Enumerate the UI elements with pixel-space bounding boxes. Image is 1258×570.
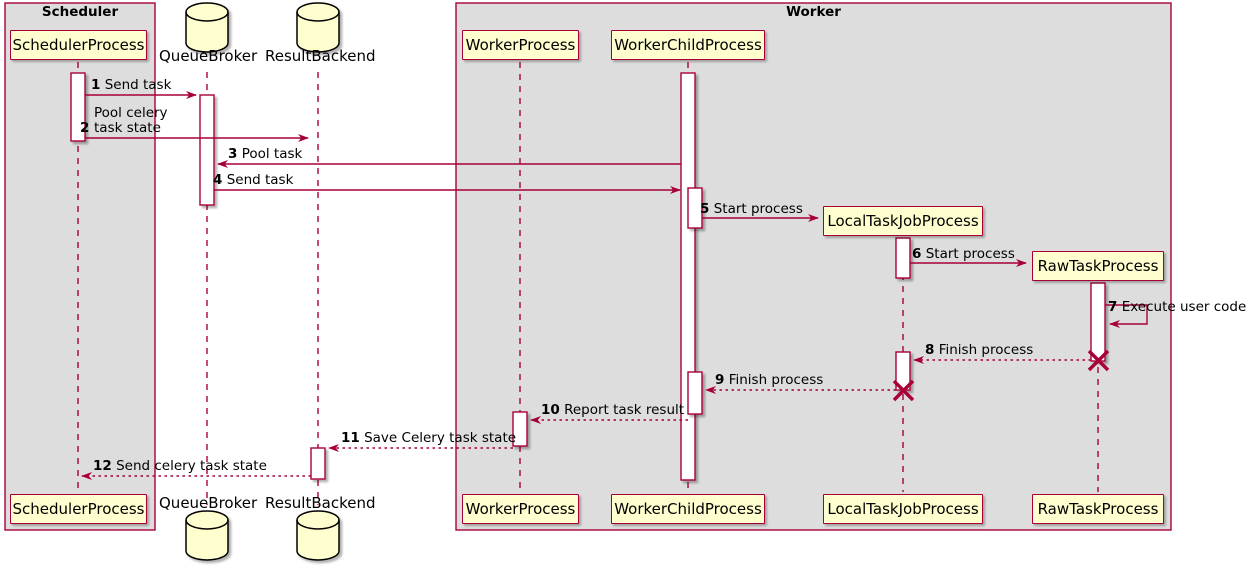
participant-rawtaskprocess-bottom[interactable]: RawTaskProcess	[1032, 494, 1164, 524]
message-label-12: 12 Send celery task state	[93, 459, 267, 474]
message-text-12: Send celery task state	[116, 458, 267, 474]
activation-localtaskjobprocess-1	[895, 237, 911, 279]
destroy-marker-rawtaskprocess	[1087, 349, 1110, 372]
activation-bars	[70, 72, 1106, 481]
database-icon-resultbackend-bottom	[296, 510, 340, 561]
destroy-markers	[892, 349, 1110, 402]
message-number-2: 2	[80, 120, 90, 136]
message-text-5: Start process	[713, 201, 803, 217]
activation-queuebroker-1	[199, 94, 215, 206]
database-icons-top	[185, 2, 340, 53]
destroy-marker-localtaskjobprocess	[892, 379, 915, 402]
participant-workerchildprocess-bottom[interactable]: WorkerChildProcess	[611, 494, 765, 524]
message-text-7: Execute user code	[1121, 299, 1247, 315]
participant-schedulerprocess-bottom[interactable]: SchedulerProcess	[10, 494, 147, 524]
message-label-10: 10 Report task result	[541, 403, 684, 418]
message-label-5: 5 Start process	[700, 202, 803, 217]
message-number-9: 9	[715, 372, 725, 388]
message-text-6: Start process	[925, 246, 1015, 262]
message-number-6: 6	[912, 246, 922, 262]
activation-resultbackend-1	[310, 447, 326, 480]
group-title-scheduler: Scheduler	[41, 4, 119, 20]
participant-localtaskjobprocess-top[interactable]: LocalTaskJobProcess	[823, 206, 983, 236]
message-text-4: Send task	[226, 172, 294, 188]
message-text-9: Finish process	[728, 372, 824, 388]
database-icons-bottom	[185, 510, 340, 561]
message-number-11: 11	[341, 430, 360, 446]
message-number-10: 10	[541, 402, 560, 418]
message-text-8: Finish process	[938, 342, 1034, 358]
activation-workerchildprocess-main	[680, 72, 696, 481]
participant-resultbackend-top-label[interactable]: ResultBackend	[265, 47, 376, 65]
message-text-10: Report task result	[564, 402, 685, 418]
message-text-1: Send task	[104, 77, 172, 93]
participant-queuebroker-bottom-label[interactable]: QueueBroker	[159, 494, 258, 512]
message-text-2-line1: Pool celery	[94, 105, 168, 121]
message-number-1: 1	[91, 77, 101, 93]
message-label-7: 7 Execute user code	[1108, 300, 1246, 315]
participant-workerprocess-bottom[interactable]: WorkerProcess	[462, 494, 579, 524]
participant-queuebroker-top-label[interactable]: QueueBroker	[159, 47, 258, 65]
participant-schedulerprocess-top[interactable]: SchedulerProcess	[10, 30, 147, 60]
message-number-8: 8	[925, 342, 935, 358]
message-number-12: 12	[93, 458, 112, 474]
message-label-8: 8 Finish process	[925, 343, 1033, 358]
message-label-1: 1 Send task	[91, 78, 171, 93]
message-number-7: 7	[1108, 299, 1118, 315]
participant-workerchildprocess-top[interactable]: WorkerChildProcess	[611, 30, 765, 60]
participant-localtaskjobprocess-bottom[interactable]: LocalTaskJobProcess	[823, 494, 983, 524]
message-label-11: 11 Save Celery task state	[341, 431, 516, 446]
message-label-2: 2 Pool celery task state	[80, 106, 168, 136]
message-number-5: 5	[700, 201, 710, 217]
message-number-3: 3	[228, 146, 238, 162]
participant-workerprocess-top[interactable]: WorkerProcess	[462, 30, 579, 60]
activation-workerprocess-1	[512, 411, 528, 447]
participant-resultbackend-bottom-label[interactable]: ResultBackend	[265, 494, 376, 512]
message-arrow-7	[1105, 304, 1148, 328]
activation-workerchildprocess-nested-1	[687, 187, 703, 229]
database-icon-resultbackend-top	[296, 2, 340, 53]
message-text-2-line2: task state	[94, 120, 161, 136]
activation-workerchildprocess-nested-2	[687, 371, 703, 415]
activation-rawtaskprocess-1	[1090, 282, 1106, 362]
message-label-6: 6 Start process	[912, 247, 1015, 262]
activation-schedulerprocess-1	[70, 72, 86, 142]
database-icon-queuebroker-top	[185, 2, 229, 53]
message-arrows: LocalTaskJobProcess (dotted) -->	[81, 91, 1148, 480]
message-text-11: Save Celery task state	[364, 430, 517, 446]
participant-rawtaskprocess-top[interactable]: RawTaskProcess	[1032, 251, 1164, 281]
database-icon-queuebroker-bottom	[185, 510, 229, 561]
message-label-4: 4 Send task	[213, 173, 293, 188]
message-number-4: 4	[213, 172, 223, 188]
group-title-worker: Worker	[786, 4, 841, 20]
message-label-3: 3 Pool task	[228, 147, 302, 162]
message-text-3: Pool task	[241, 146, 303, 162]
message-label-9: 9 Finish process	[715, 373, 823, 388]
